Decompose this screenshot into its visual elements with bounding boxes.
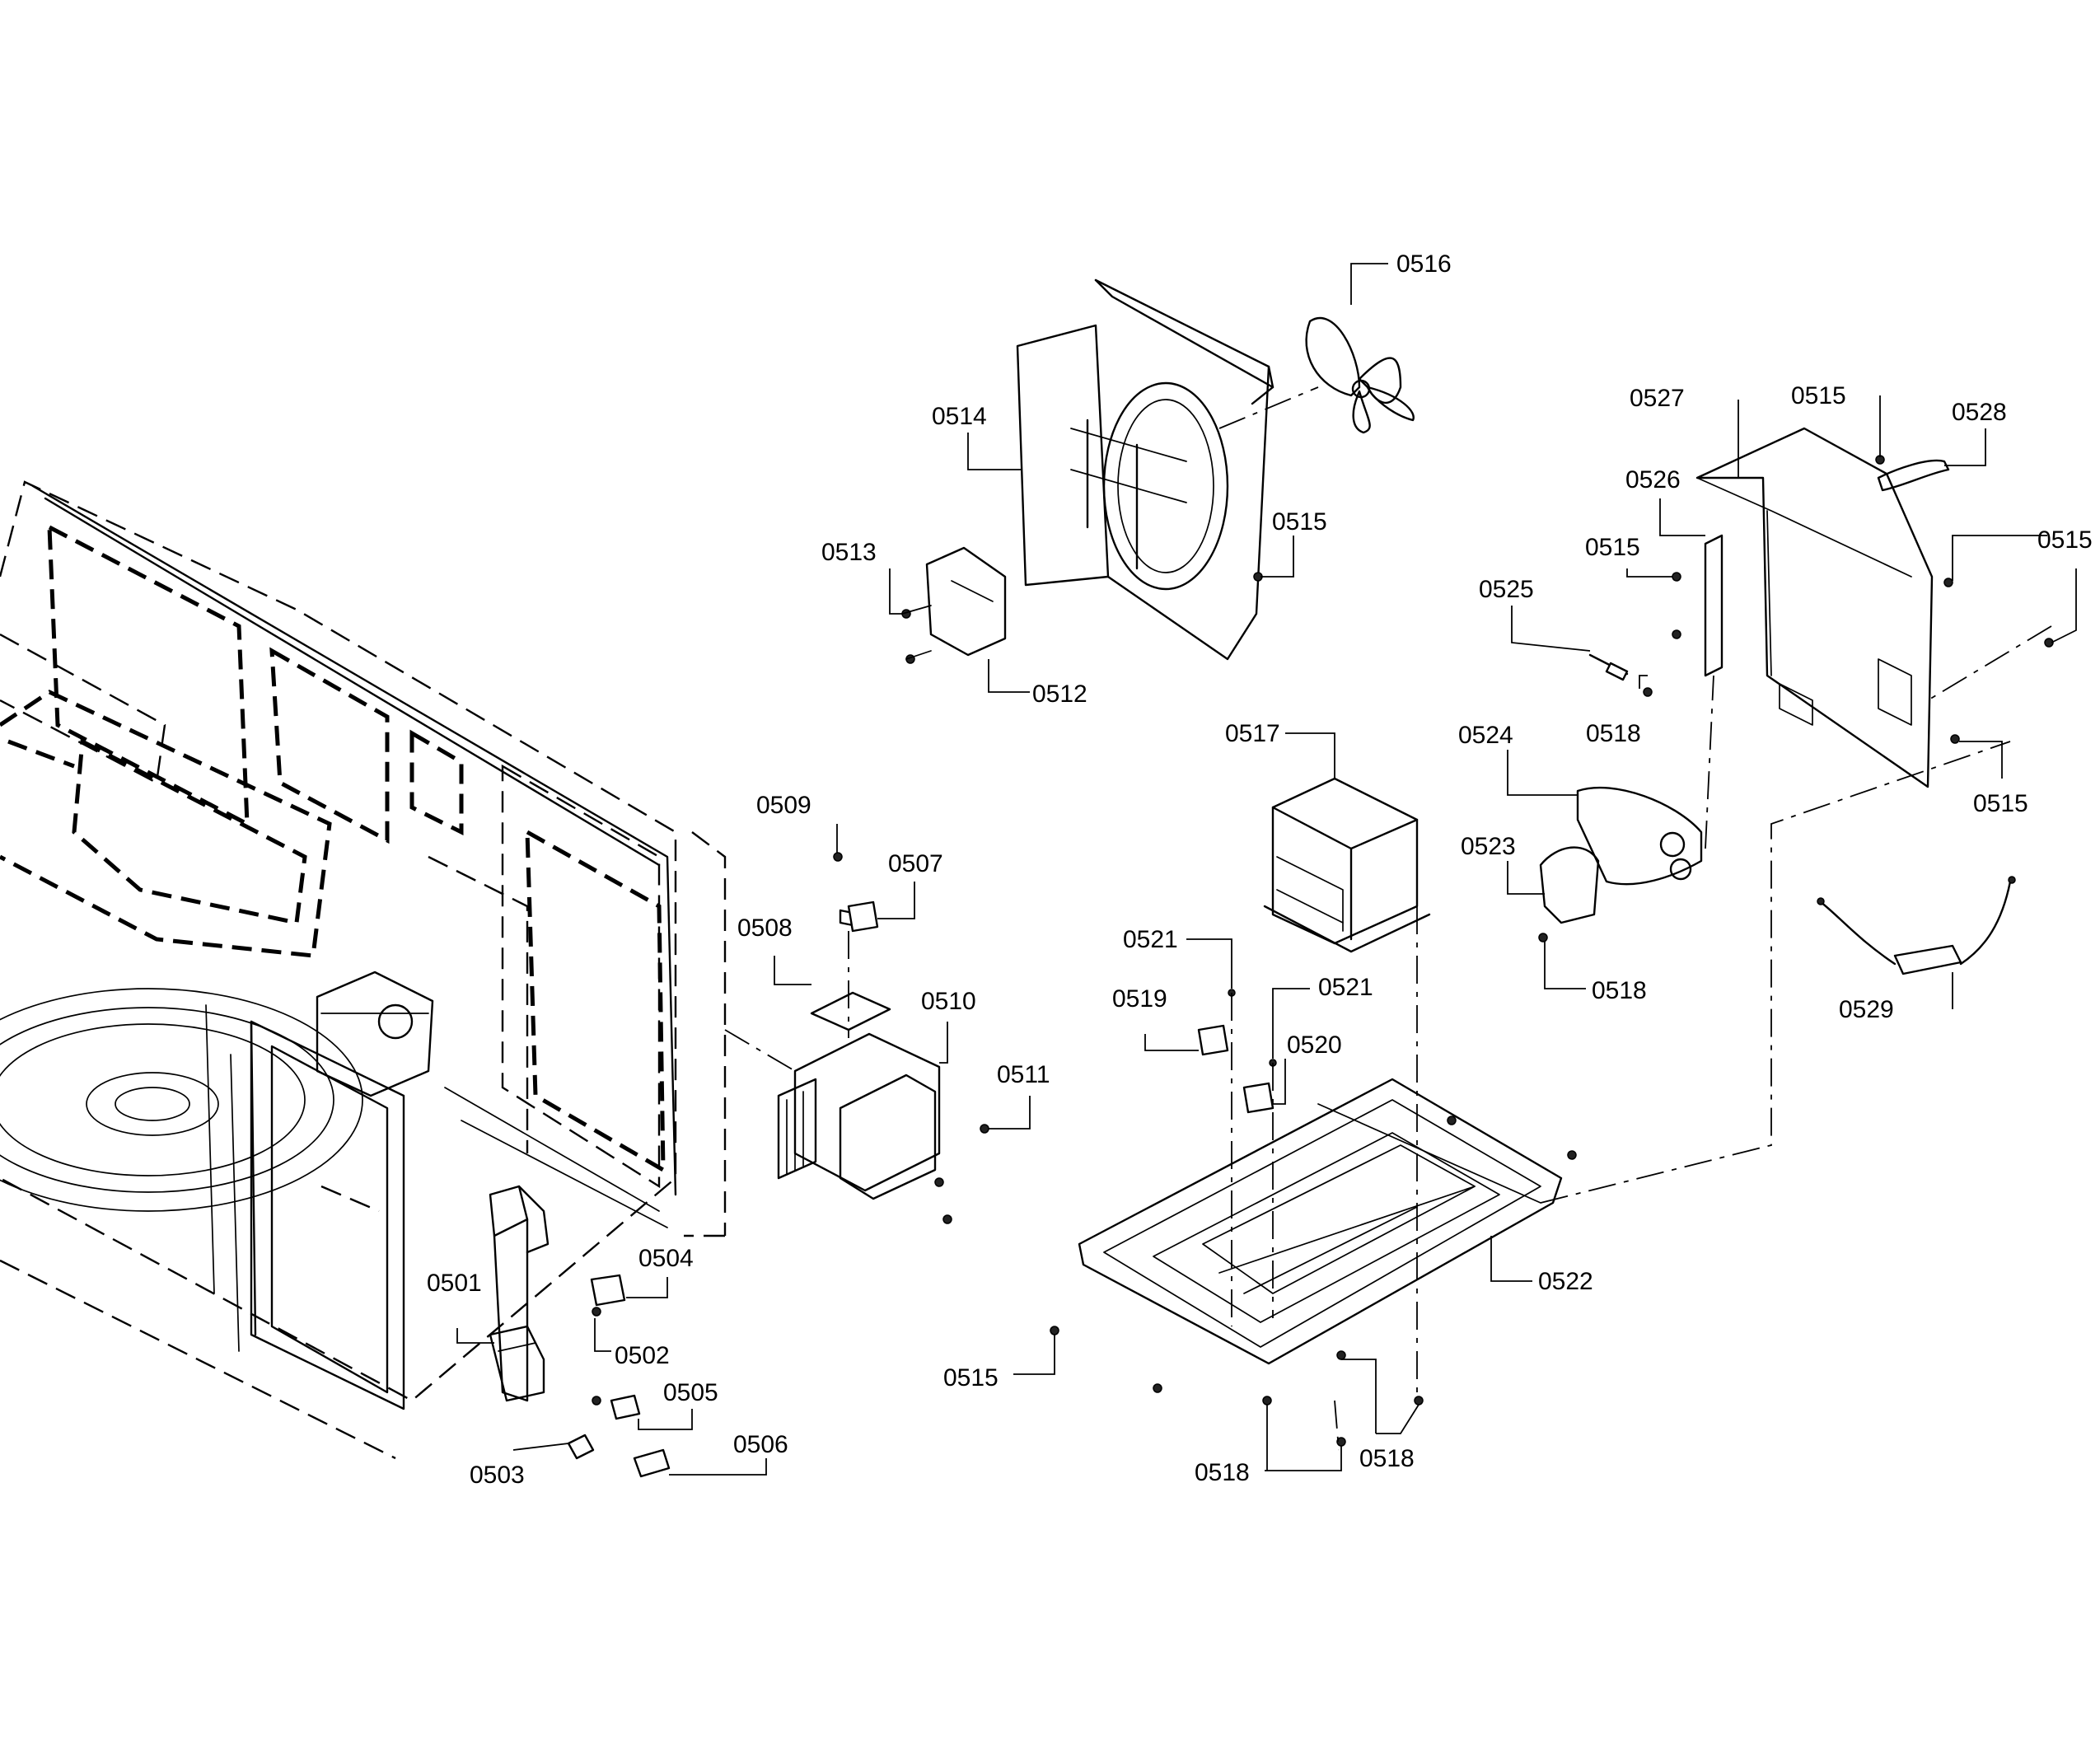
explosion-lines <box>724 386 2052 1451</box>
callout-0503: 0503 <box>470 1462 525 1489</box>
door-switch-assembly <box>489 1185 671 1478</box>
oven-cavity-illustration <box>0 480 727 1460</box>
callout-0520: 0520 <box>1287 1031 1342 1059</box>
callout-0512: 0512 <box>1032 681 1087 708</box>
callout-0518-capacitor: 0518 <box>1592 977 1647 1004</box>
callout-0515-top: 0515 <box>1791 382 1846 409</box>
callout-0517: 0517 <box>1225 720 1280 747</box>
callout-0526: 0526 <box>1625 466 1681 493</box>
callout-0528: 0528 <box>1952 399 2007 426</box>
callout-0521-left: 0521 <box>1123 926 1178 953</box>
thermostats-illustration <box>847 900 1277 1114</box>
fan-blade-illustration <box>1305 317 1415 434</box>
callout-0525: 0525 <box>1479 576 1534 603</box>
magnetron-illustration <box>777 852 989 1224</box>
noise-filter-illustration <box>1817 876 2016 975</box>
hv-bracket-illustration <box>1588 427 2054 788</box>
callout-0523: 0523 <box>1461 833 1516 860</box>
callout-0514: 0514 <box>932 403 987 430</box>
callout-0509: 0509 <box>756 792 811 819</box>
callout-0501: 0501 <box>427 1270 482 1297</box>
callout-0529: 0529 <box>1839 996 1894 1023</box>
callout-0505: 0505 <box>663 1379 718 1406</box>
callout-layer: 0501 0502 0503 0504 0505 0506 0507 0508 … <box>427 250 2093 1489</box>
callout-0507: 0507 <box>888 850 943 877</box>
callout-0518-base-left: 0518 <box>1195 1459 1250 1486</box>
base-plate-illustration <box>1050 1078 1577 1447</box>
transformer-illustration <box>1263 777 1431 953</box>
callout-0515-base: 0515 <box>943 1364 999 1392</box>
capacitor-illustration <box>1538 786 1703 942</box>
callout-0504: 0504 <box>638 1245 694 1272</box>
callout-0515-fan: 0515 <box>1272 508 1327 536</box>
callout-0513: 0513 <box>821 539 877 566</box>
callout-0510: 0510 <box>921 988 976 1015</box>
callout-0524: 0524 <box>1458 722 1513 749</box>
callout-0519: 0519 <box>1112 985 1167 1013</box>
callout-0521-right: 0521 <box>1318 974 1373 1001</box>
callout-0518-bracket: 0518 <box>1586 720 1641 747</box>
callout-0515-lower-right: 0515 <box>1973 790 2028 817</box>
callout-0515-plate: 0515 <box>1585 534 1640 561</box>
callout-0508: 0508 <box>737 914 793 942</box>
fan-duct-illustration <box>901 278 1274 664</box>
callout-0515-right: 0515 <box>2037 526 2093 554</box>
callout-0522: 0522 <box>1538 1268 1593 1295</box>
callout-0516: 0516 <box>1396 250 1452 278</box>
callout-0502: 0502 <box>615 1342 670 1369</box>
callout-0518-base-right: 0518 <box>1359 1445 1415 1472</box>
callout-0527: 0527 <box>1630 385 1685 412</box>
callout-0506: 0506 <box>733 1431 788 1458</box>
callout-0511: 0511 <box>997 1061 1050 1088</box>
